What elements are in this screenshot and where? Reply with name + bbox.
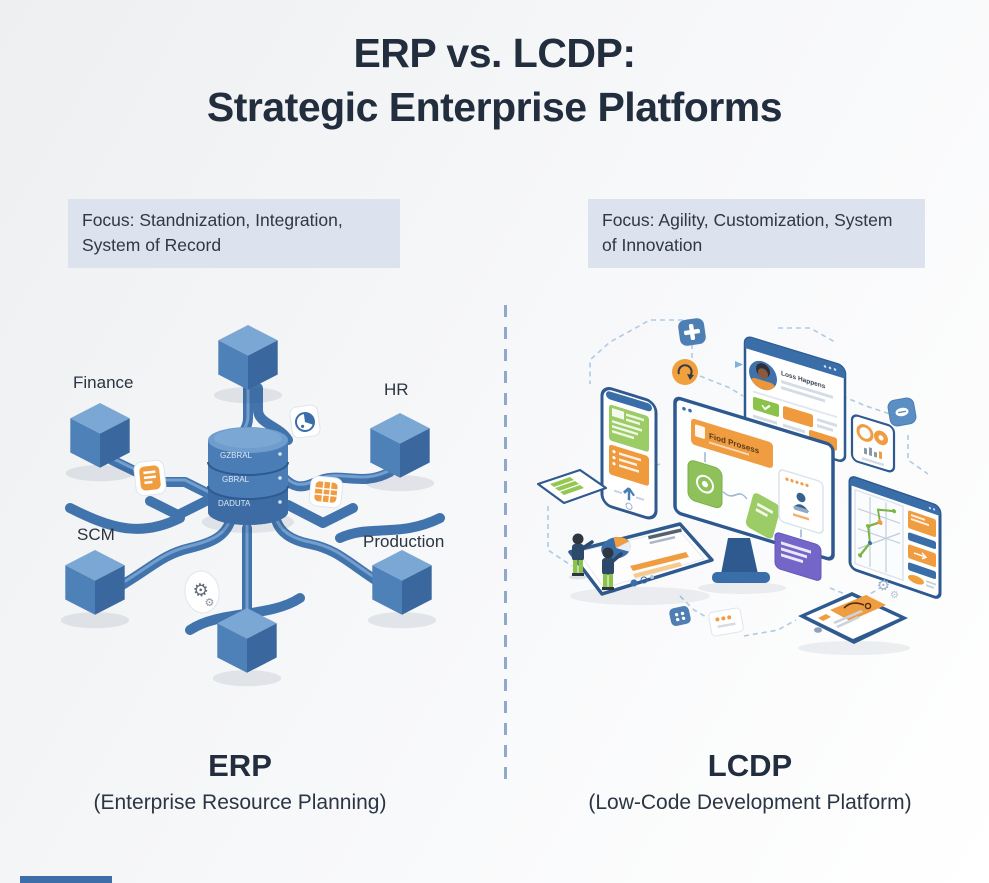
smartphone-left <box>600 387 658 520</box>
lcdp-full-name: (Low-Code Development Platform) <box>588 791 912 814</box>
person-figure-2 <box>599 547 623 594</box>
chat-badge-icon <box>887 397 917 427</box>
plus-icon <box>678 318 706 346</box>
green-note-card <box>745 493 781 539</box>
erp-acronym: ERP <box>208 748 272 783</box>
lcdp-caption: LCDP (Low-Code Development Platform) <box>510 748 989 815</box>
map-route <box>859 508 895 557</box>
orange-route-card <box>830 595 886 621</box>
scm-label: SCM <box>77 525 115 544</box>
monitor-stand <box>721 538 758 574</box>
smartphone-flat <box>798 592 910 655</box>
tablet-title-bars <box>648 528 682 545</box>
main-monitor: Fiod Prosess <box>673 396 835 594</box>
app-tile-icon <box>669 606 691 626</box>
green-target-card <box>687 460 723 509</box>
hr-label: HR <box>384 380 409 399</box>
module-cube-production <box>367 550 437 629</box>
connector-arrowhead <box>735 361 743 368</box>
ring-metric-icon <box>856 424 874 442</box>
map-panel <box>854 488 904 582</box>
erp-focus-box: Focus: Standnization, Integration, Syste… <box>68 199 400 268</box>
title-line-1: ERP vs. LCDP: <box>353 30 636 76</box>
erp-illustration: GZBRAL GBRAL DADUTA Finance HR SCM Produ… <box>60 325 445 687</box>
person-figure-1 <box>569 533 594 580</box>
page-title: ERP vs. LCDP: Strategic Enterprise Platf… <box>0 26 989 134</box>
orange-button-1 <box>783 406 813 428</box>
db-tier-label-2: GBRAL <box>222 475 250 484</box>
module-cube-finance <box>65 403 135 482</box>
map-monitor <box>848 476 942 599</box>
finance-label: Finance <box>73 373 133 392</box>
flat-checklist-card <box>536 468 608 505</box>
db-tier-label-3: DADUTA <box>218 499 251 508</box>
home-button <box>814 627 822 633</box>
divider-dashed-line <box>504 305 507 780</box>
progress-bar-2 <box>633 562 682 578</box>
upload-arrow-icon <box>623 487 635 501</box>
erp-caption: ERP (Enterprise Resource Planning) <box>0 748 480 815</box>
gear-icon-small: ⚙ <box>890 590 899 601</box>
main-monitor-screen: Fiod Prosess <box>673 396 835 581</box>
gear-icon: ⚙ <box>875 576 892 595</box>
finance-document-badge-icon <box>133 459 167 497</box>
production-label: Production <box>363 532 444 551</box>
browser-header-bar <box>745 337 845 379</box>
db-tier-label-1: GZBRAL <box>220 451 253 460</box>
purple-card <box>774 532 822 581</box>
table-grid-badge-icon <box>308 475 344 509</box>
svg-text:⚙: ⚙ <box>191 579 210 601</box>
module-cube-scm <box>60 550 130 629</box>
analytics-pie-badge-icon <box>289 404 321 439</box>
dashboard-tablet <box>568 522 714 605</box>
title-line-2: Strategic Enterprise Platforms <box>206 84 783 131</box>
process-banner <box>691 418 773 468</box>
bottom-blue-strip <box>20 876 112 883</box>
lcdp-illustration: Loss Happens <box>536 318 942 655</box>
module-cube-hr <box>365 413 435 492</box>
gears-badge-icon: ⚙ ⚙ <box>184 570 220 614</box>
erp-full-name: (Enterprise Resource Planning) <box>93 791 387 814</box>
user-process-card <box>778 469 824 534</box>
person-glyph <box>796 492 806 503</box>
module-cube-top <box>213 325 283 404</box>
erp-pipes <box>65 383 445 635</box>
progress-bar-1 <box>630 552 689 571</box>
lcdp-acronym: LCDP <box>707 748 793 783</box>
orange-list-card <box>609 444 649 486</box>
metrics-card <box>850 414 896 473</box>
refresh-cycle-icon <box>672 359 698 385</box>
lcdp-focus-box: Focus: Agility, Customization, System of… <box>588 199 925 268</box>
avatar <box>749 360 777 394</box>
mini-card-icon <box>708 607 744 637</box>
central-database: GZBRAL GBRAL DADUTA <box>202 427 294 533</box>
green-button <box>753 396 779 417</box>
svg-text:⚙: ⚙ <box>204 596 215 609</box>
